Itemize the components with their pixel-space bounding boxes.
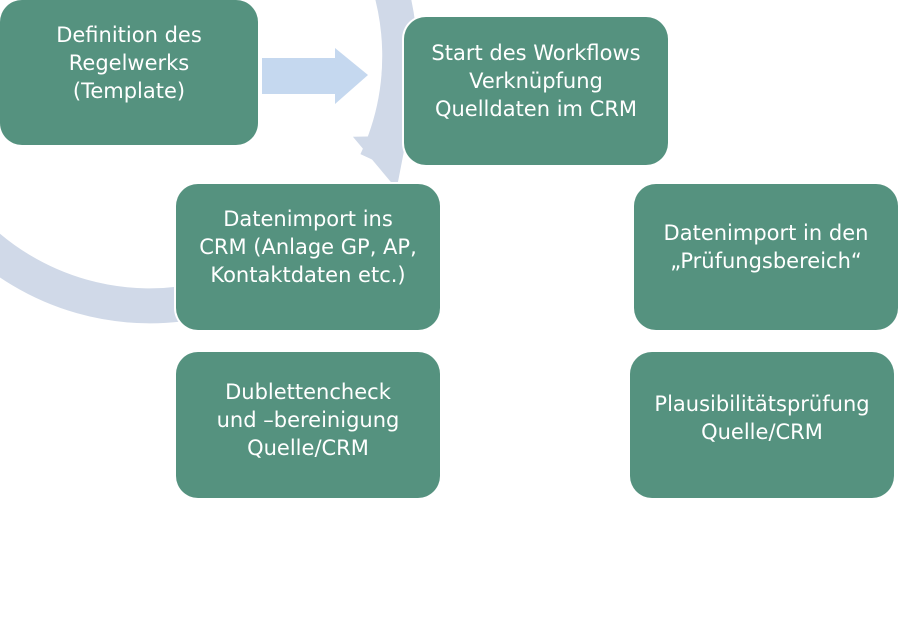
step-box-label: Start des Workflows Verknüpfung Quelldat… [431,41,641,121]
step-box-plausibility-check: Plausibilitätsprüfung Quelle/CRM [630,352,894,498]
step-box-import-pruefungsbereich: Datenimport in den „Prüfungsbereich“ [634,184,898,330]
step-box-import-crm: Datenimport ins CRM (Anlage GP, AP, Kont… [176,184,440,330]
step-box-label: Datenimport in den „Prüfungsbereich“ [663,221,869,273]
step-box-start-workflow: Start des Workflows Verknüpfung Quelldat… [404,17,668,165]
step-box-label: Plausibilitätsprüfung Quelle/CRM [654,392,870,444]
entry-box-definition: Definition des Regelwerks (Template) [0,0,258,145]
cycle-arrowhead-icon [352,135,407,189]
step-box-label: Datenimport ins CRM (Anlage GP, AP, Kont… [199,207,417,287]
entry-arrow-icon [262,48,368,104]
cycle-ring [0,0,418,324]
entry-box-label: Definition des Regelwerks (Template) [56,22,202,103]
step-box-duplicate-check: Dublettencheck und –bereinigung Quelle/C… [176,352,440,498]
step-box-label: Dublettencheck und –bereinigung Quelle/C… [216,380,400,460]
